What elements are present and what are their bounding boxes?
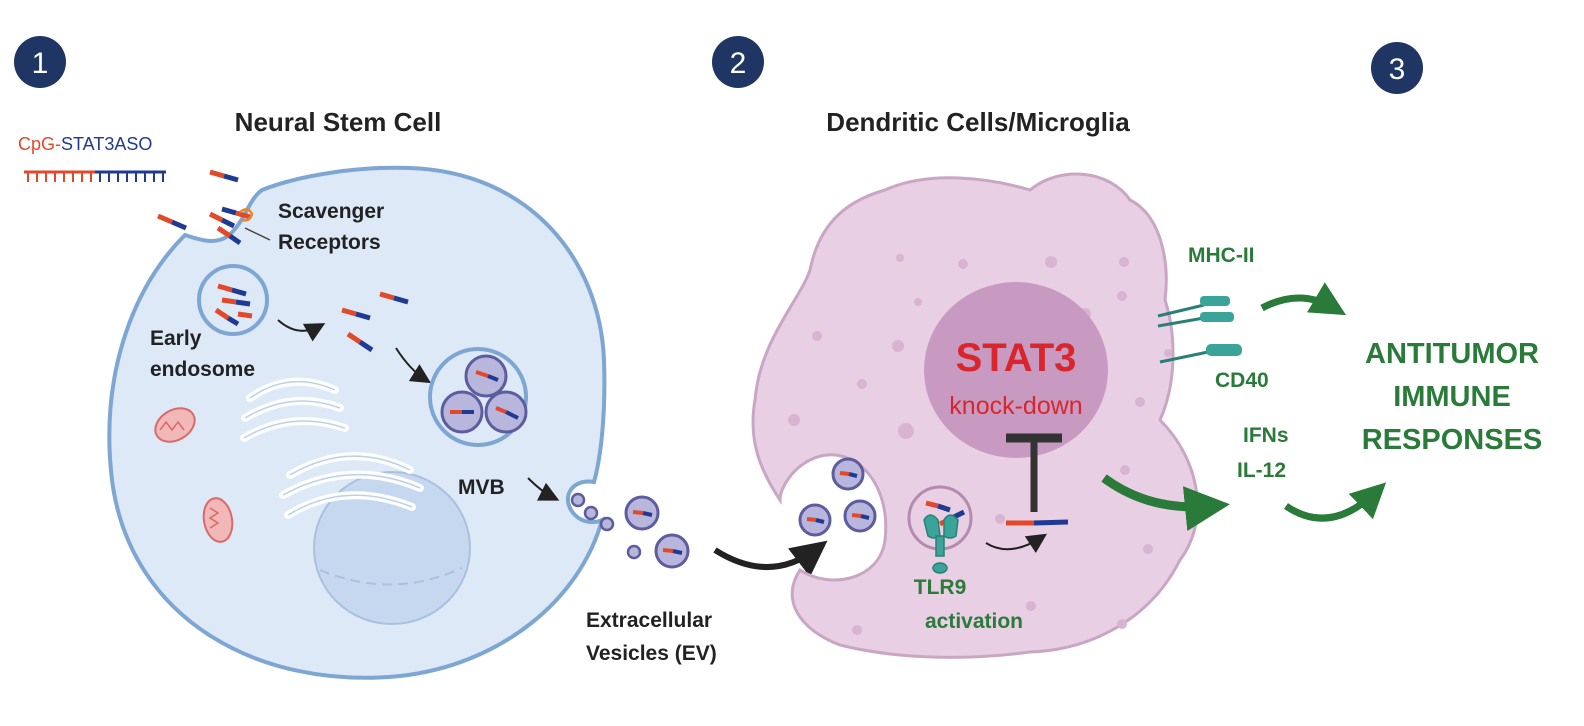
aso-molecule [157,169,251,246]
early-endosome-label-line2: endosome [150,358,255,381]
immune-label: IMMUNE [1393,381,1511,413]
cytoplasmic-aso [341,291,409,353]
cpg-label: CpG- [18,134,61,154]
cytokine-output-arrow [1284,482,1387,522]
cd40-receptor-icon [1159,344,1242,364]
process-arrow-1 [277,319,326,342]
process-arrow-2 [395,347,432,384]
stat3-label: STAT3 [956,336,1077,380]
step-3-badge: 3 [1371,42,1423,94]
nucleus [313,471,471,625]
scavenger-pointer [244,227,271,241]
multivesicular-body [428,347,528,447]
cpg-stat3aso-legend: CpG-STAT3ASO [18,134,166,182]
mitochondrion-2 [202,497,234,543]
tlr9-label-line1: TLR9 [914,576,967,599]
knockdown-label: knock-down [949,392,1082,420]
ev-label-line2: Vesicles (EV) [586,642,717,665]
ev-label-line1: Extracellular [586,609,712,632]
cytokine-secretion-arrow [1101,474,1230,531]
mhc-ii-receptor-icon [1157,296,1234,328]
mvb-label: MVB [458,476,505,499]
released-aso [1006,519,1069,526]
stat3aso-label: STAT3ASO [61,134,152,154]
responses-label: RESPONSES [1362,424,1543,456]
step-2-badge: 2 [712,36,764,88]
il12-label: IL-12 [1237,459,1286,482]
internalized-vesicles [798,457,877,537]
dc-nucleus [924,282,1108,458]
tlr9-label-line2: activation [925,610,1023,633]
step-2-number: 2 [730,47,747,80]
extracellular-vesicles [624,495,690,569]
step-1-number: 1 [32,47,49,80]
scavenger-label-line1: Scavenger [278,200,384,223]
mitochondrion-1 [154,407,196,443]
transfer-arrow [713,540,828,577]
antitumor-label: ANTITUMOR [1365,338,1539,370]
process-arrow-3 [527,477,560,501]
scavenger-receptor-icon [239,208,254,222]
release-arrow [985,533,1048,554]
cd40-label: CD40 [1215,369,1269,392]
scavenger-label-line2: Receptors [278,231,381,254]
step-3-number: 3 [1389,53,1406,86]
cytoplasm-granules [788,254,1172,635]
dendritic-cells-title: Dendritic Cells/Microglia [826,107,1130,137]
early-endosome [197,264,269,336]
step-1-badge: 1 [14,36,66,88]
neural-stem-cell-title: Neural Stem Cell [235,107,442,137]
mhc-ii-label: MHC-II [1188,244,1255,267]
ifns-label: IFNs [1243,424,1289,447]
golgi-outline [243,380,421,516]
tlr9-receptor-icon [923,514,959,574]
early-endosome-label-line1: Early [150,327,202,350]
budding-vesicles [570,492,642,560]
mhc-output-arrow [1260,282,1347,316]
inhibition-bar [1006,433,1062,512]
svg-text:CpG-STAT3ASO: CpG-STAT3ASO [18,134,152,154]
